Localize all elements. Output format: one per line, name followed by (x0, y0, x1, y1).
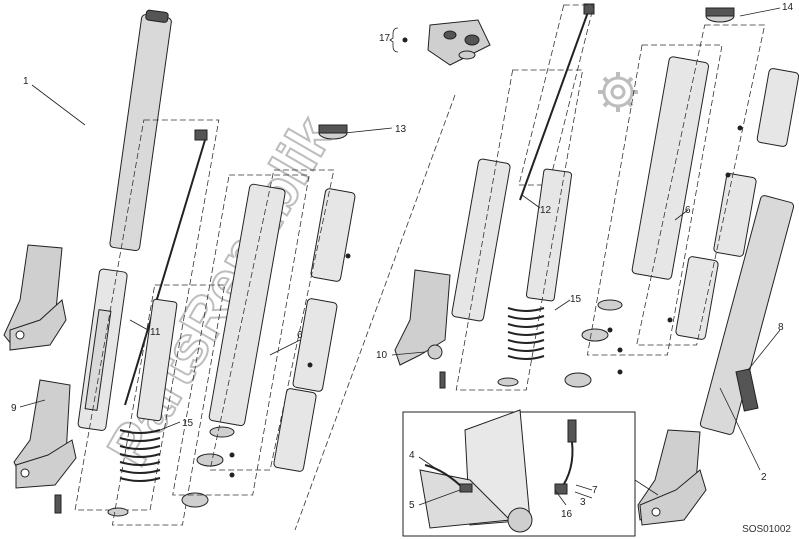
gear-icon (598, 72, 638, 112)
damper-rod-left (84, 129, 208, 411)
callout-6a: 6 (297, 330, 303, 341)
fork-cap-right (705, 7, 735, 23)
callout-17: 17 (379, 33, 391, 44)
callout-8: 8 (778, 322, 784, 333)
spring-right (497, 168, 573, 387)
callout-5: 5 (409, 500, 415, 511)
callout-10: 10 (376, 350, 388, 361)
callout-12: 12 (540, 205, 552, 216)
callout-16: 16 (561, 509, 573, 520)
cartridge-right (564, 56, 799, 388)
callout-1: 1 (23, 76, 29, 87)
callout-13: 13 (395, 124, 407, 135)
callout-9: 9 (11, 403, 17, 414)
callout-6b: 6 (685, 205, 691, 216)
callout-11: 11 (150, 327, 161, 338)
callout-3: 3 (580, 497, 586, 508)
callout-2: 2 (761, 472, 767, 483)
sensor-inset (402, 409, 636, 537)
callout-4: 4 (409, 450, 415, 461)
reflector (735, 368, 759, 412)
fork-cap-left (318, 124, 348, 140)
callout-15a: 15 (182, 418, 194, 429)
callout-14: 14 (782, 2, 794, 13)
callout-7: 7 (592, 485, 598, 496)
fork-leg-left-assembled (3, 9, 172, 351)
fork-leg-right-assembled (637, 195, 795, 526)
leader-lines (19, 7, 781, 506)
drawing-code: SOS01002 (742, 524, 791, 535)
seal-kit (427, 19, 491, 66)
inner-tube-left (107, 298, 178, 517)
callout-15b: 15 (570, 294, 582, 305)
cartridge-left (181, 183, 356, 508)
fork-leg-right-outer (394, 158, 511, 389)
